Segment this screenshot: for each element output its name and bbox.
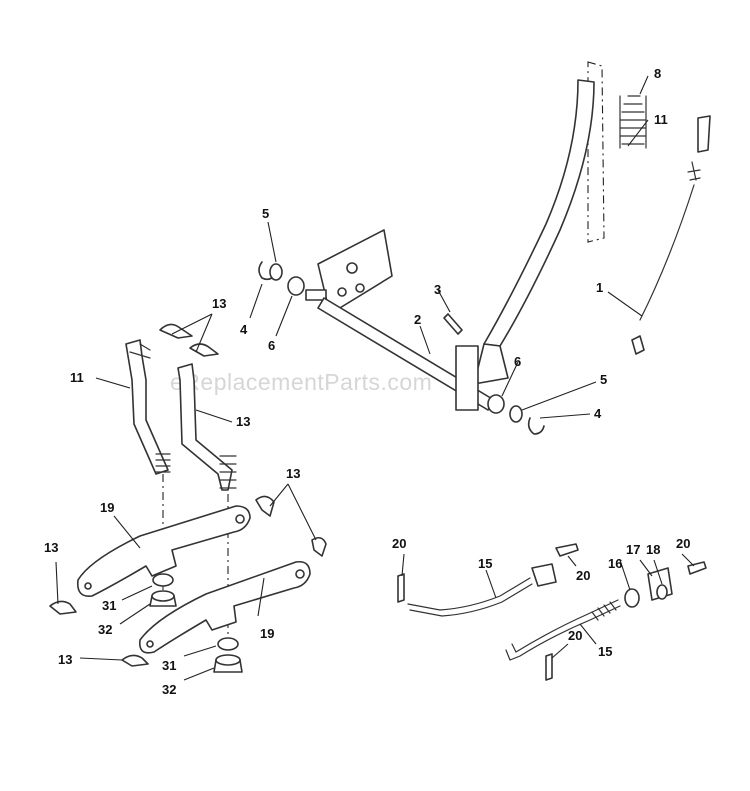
cotter-pin-20-c[interactable] <box>687 561 707 575</box>
adjust-nut-16[interactable] <box>624 588 640 608</box>
callout-15: 15 <box>598 644 612 659</box>
cotter-pin-20-b[interactable] <box>555 543 579 557</box>
rod-pivot-block[interactable] <box>531 563 557 587</box>
right-shaft-hardware[interactable] <box>487 394 545 435</box>
callout-5: 5 <box>262 206 269 221</box>
handle-base[interactable] <box>473 343 509 385</box>
callout-8: 11 <box>654 112 668 127</box>
adjust-rod-15-upper[interactable] <box>407 563 557 617</box>
washer-5-right[interactable] <box>509 405 523 423</box>
cable-knob[interactable] <box>697 115 711 153</box>
callout-13: 13 <box>44 540 58 555</box>
hairpin-13-a[interactable] <box>159 323 193 339</box>
callout-32: 32 <box>162 682 176 697</box>
lift-shaft[interactable] <box>305 229 495 411</box>
callout-2: 2 <box>414 312 421 327</box>
callout-6: 6 <box>514 354 521 369</box>
nut-32-upper[interactable] <box>149 590 177 607</box>
shaft-bracket[interactable] <box>455 345 479 411</box>
spacer-31-lower[interactable] <box>217 637 239 651</box>
callout-4: 4 <box>594 406 602 421</box>
callout-13: 13 <box>286 466 300 481</box>
callout-3: 3 <box>434 282 441 297</box>
callout-19: 19 <box>100 500 114 515</box>
lift-link-11[interactable] <box>125 339 171 475</box>
hairpin-13-d[interactable] <box>311 536 327 557</box>
adjust-rod-15-lower[interactable] <box>505 599 621 661</box>
nut-32-lower[interactable] <box>213 654 243 673</box>
hairpin-13-f[interactable] <box>121 654 149 667</box>
callout-13: 13 <box>58 652 72 667</box>
callout-6: 6 <box>268 338 275 353</box>
callout-labels: 8 11 1 5 4 6 3 2 6 5 4 13 11 13 13 19 13… <box>44 66 690 697</box>
callout-13: 13 <box>212 296 226 311</box>
callout-11: 11 <box>70 370 84 385</box>
callout-20: 20 <box>392 536 406 551</box>
lift-link-12[interactable] <box>177 363 237 491</box>
callout-12: 13 <box>236 414 250 429</box>
callout-20: 20 <box>676 536 690 551</box>
callout-19: 19 <box>260 626 274 641</box>
bushing-6-left[interactable] <box>287 276 305 296</box>
plate-hole <box>346 262 358 274</box>
lift-handle[interactable] <box>473 61 605 385</box>
hairpin-13-e[interactable] <box>49 600 77 615</box>
handle-tube[interactable] <box>483 79 595 347</box>
callout-18: 18 <box>646 542 660 557</box>
cable-end[interactable] <box>631 335 645 355</box>
adjust-nut-18[interactable] <box>656 584 668 600</box>
callout-16: 16 <box>608 556 622 571</box>
callout-17: 17 <box>626 542 640 557</box>
plate-hole <box>355 283 365 293</box>
cotter-pin-20-a[interactable] <box>397 573 405 603</box>
callout-20: 20 <box>568 628 582 643</box>
callout-31: 31 <box>102 598 116 613</box>
clevis-pin-3[interactable] <box>443 313 463 335</box>
left-shaft-hardware[interactable] <box>258 261 305 296</box>
hairpin-13-c[interactable] <box>255 495 275 517</box>
cotter-pin-20-d[interactable] <box>545 653 553 681</box>
lift-arm-19-lower[interactable] <box>138 560 311 654</box>
watermark: eReplacementParts.com <box>170 369 432 395</box>
handle-grip-outline <box>587 61 605 243</box>
callout-20: 20 <box>576 568 590 583</box>
callout-15: 15 <box>478 556 492 571</box>
spacer-31-upper[interactable] <box>152 573 174 587</box>
callout-1: 1 <box>596 280 603 295</box>
lift-cable[interactable] <box>631 115 711 355</box>
bushing-6-right[interactable] <box>487 394 505 414</box>
washer-5-left[interactable] <box>269 263 283 281</box>
callout-7: 8 <box>654 66 661 81</box>
leader-lines <box>55 75 695 681</box>
callout-32: 32 <box>98 622 112 637</box>
callout-4: 4 <box>240 322 248 337</box>
clip-4-right[interactable] <box>527 417 545 435</box>
hairpin-13-b[interactable] <box>189 343 219 357</box>
callout-31: 31 <box>162 658 176 673</box>
callout-5: 5 <box>600 372 607 387</box>
plate-hole <box>337 287 347 297</box>
shaft-rod[interactable] <box>317 297 495 411</box>
